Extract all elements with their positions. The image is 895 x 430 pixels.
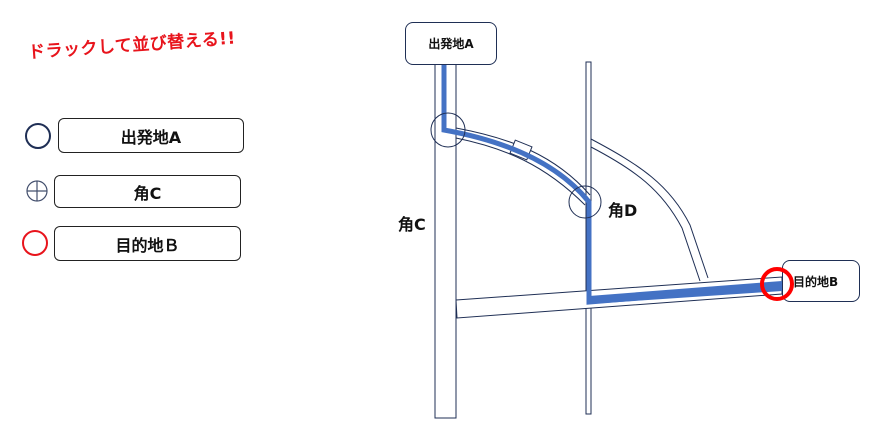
curved-road xyxy=(590,138,709,282)
navy-circle-icon xyxy=(25,123,51,149)
route-line xyxy=(441,64,783,305)
start-label: 出発地A xyxy=(428,37,474,51)
corner-c-label: 角C xyxy=(398,215,426,234)
destination-box: 目的地B xyxy=(782,260,860,302)
red-circle-icon xyxy=(22,230,48,256)
sortable-item-corner-c[interactable]: 角C xyxy=(54,175,241,208)
crosshair-circle-icon xyxy=(26,180,48,202)
item-label: 角C xyxy=(133,183,162,203)
corner-c-circle-icon xyxy=(430,112,466,148)
route-line-thick xyxy=(589,281,782,304)
item-label: 出発地A xyxy=(120,127,182,147)
corner-d-label: 角D xyxy=(608,201,638,220)
destination-label: 目的地B xyxy=(793,274,839,289)
corner-d-circle-icon xyxy=(568,185,602,219)
sortable-item-destination[interactable]: 目的地Ｂ xyxy=(54,226,241,261)
item-label: 目的地Ｂ xyxy=(115,235,180,255)
start-box: 出発地A xyxy=(405,22,497,65)
sortable-item-start[interactable]: 出発地A xyxy=(58,118,244,153)
